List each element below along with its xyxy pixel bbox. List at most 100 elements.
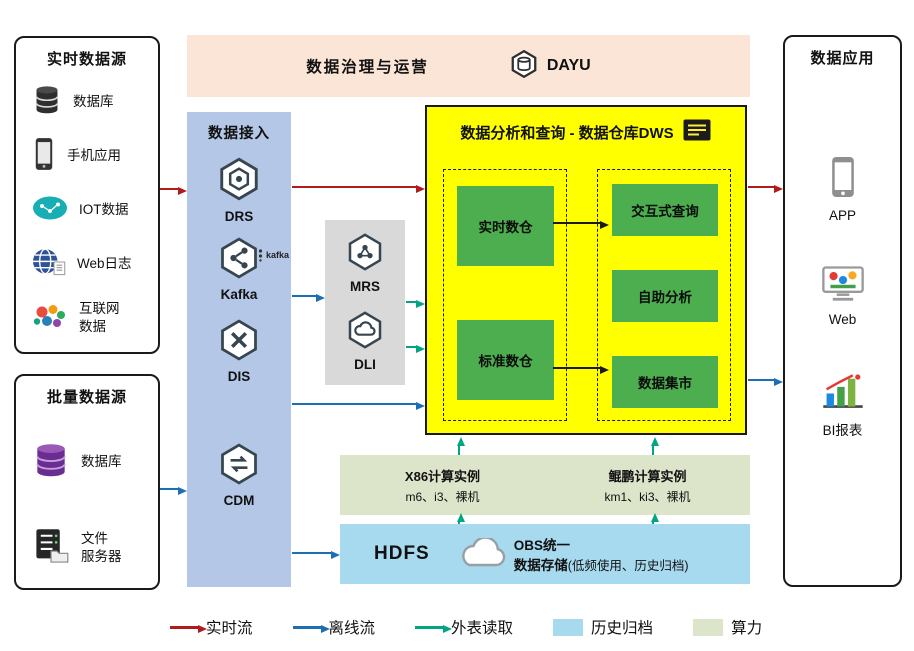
obs-title: OBS统一 (513, 537, 570, 553)
internet-data-icon (32, 302, 68, 335)
flow-standard-warehouse-to-mart (553, 365, 609, 374)
app-item-app: APP (785, 155, 900, 223)
ingestion-title: 数据接入 (208, 126, 270, 142)
flow-compute-to-dws-left (456, 437, 465, 455)
flow-compute-to-dws-right (650, 437, 659, 455)
source-label: 数据库 (81, 454, 122, 470)
data-mart-box: 数据集市 (612, 356, 718, 408)
source-label: 文件 服务器 (81, 531, 122, 564)
realtime-sources-panel: 实时数据源 数据库 手机应用 IOT数据 (14, 36, 160, 354)
kafka-wordmark: kafka (257, 248, 289, 262)
cdm-icon (217, 443, 261, 490)
list-item: Web日志 (32, 237, 154, 291)
dis-icon (217, 319, 261, 366)
app-label: BI报表 (822, 423, 863, 438)
kunpeng-title: 鲲鹏计算实例 (608, 468, 687, 484)
list-item: 数据库 (32, 419, 154, 505)
source-label: 手机应用 (67, 148, 121, 164)
service-dli: DLI (325, 310, 405, 372)
dws-warehouse-group: 实时数仓 标准数仓 (443, 169, 567, 421)
flow-ingestion-to-mrs (292, 293, 325, 302)
kafka-logo-dots (258, 249, 263, 262)
app-item-bi: BI报表 (785, 372, 900, 439)
source-label: Web日志 (77, 256, 132, 272)
applications-panel: 数据应用 APP Web BI报表 (783, 35, 902, 587)
legend-label: 历史归档 (591, 620, 654, 637)
legend: 实时流 离线流 外表读取 历史归档 算力 (170, 616, 762, 638)
obs-subtitle-bold: 数据存储 (513, 557, 568, 573)
legend-label: 外表读取 (451, 620, 514, 637)
applications-title: 数据应用 (810, 50, 875, 67)
service-drs: DRS (187, 156, 291, 224)
blue-arrow-icon (292, 625, 330, 634)
realtime-sources-list: 数据库 手机应用 IOT数据 Web日志 (16, 69, 158, 345)
governance-banner: 数据治理与运营 DAYU (187, 35, 750, 97)
list-item: 手机应用 (32, 129, 154, 183)
service-label: MRS (350, 279, 380, 294)
purple-database-icon (32, 442, 70, 483)
flow-batch-sources-to-ingestion (160, 486, 187, 495)
dws-panel: 数据分析和查询 - 数据仓库DWS 实时数仓 标准数仓 交互式查询 自助分析 数… (425, 105, 747, 435)
x86-spec: m6、i3、裸机 (405, 489, 480, 504)
batch-sources-title: 批量数据源 (46, 389, 127, 406)
dws-title-text: 数据分析和查询 - 数据仓库DWS (460, 124, 674, 142)
dayu-brand: DAYU (509, 49, 591, 84)
flow-hdfs-to-compute-left (456, 513, 465, 524)
legend-label: 算力 (731, 620, 763, 637)
kafka-icon (217, 237, 261, 284)
iot-icon (32, 195, 68, 226)
document-icon (682, 118, 712, 146)
archive-swatch-icon (553, 618, 584, 636)
app-label: Web (828, 312, 857, 327)
flow-realtime-warehouse-to-query (553, 220, 609, 229)
list-item: 互联网 数据 (32, 291, 154, 345)
standard-warehouse-box: 标准数仓 (457, 320, 554, 400)
self-service-analysis-box: 自助分析 (612, 270, 718, 322)
governance-title: 数据治理与运营 (306, 59, 429, 76)
flow-realtime-sources-to-ingestion (160, 186, 187, 195)
legend-external-read: 外表读取 (415, 616, 513, 638)
bi-chart-icon (820, 374, 866, 414)
obs-text: OBS统一 数据存储(低频使用、历史归档) (514, 534, 689, 575)
source-label: IOT数据 (79, 202, 129, 218)
flow-dli-to-dws-external (406, 344, 425, 353)
processing-panel: MRS DLI (325, 220, 405, 385)
service-label: Kafka (220, 287, 258, 302)
compute-panel: X86计算实例 m6、i3、裸机 鲲鹏计算实例 km1、ki3、裸机 (340, 455, 750, 515)
x86-compute: X86计算实例 m6、i3、裸机 (340, 455, 545, 515)
dayu-icon (509, 49, 539, 84)
hdfs-label: HDFS (374, 543, 430, 564)
kunpeng-compute: 鲲鹏计算实例 km1、ki3、裸机 (545, 455, 750, 515)
legend-compute-power: 算力 (693, 616, 762, 638)
x86-title: X86计算实例 (404, 468, 481, 484)
list-item: 数据库 (32, 75, 154, 129)
batch-sources-panel: 批量数据源 数据库 文件 服务器 (14, 374, 160, 590)
legend-history-archive: 历史归档 (553, 616, 653, 638)
legend-label: 离线流 (328, 620, 376, 637)
flow-dws-to-app-realtime (748, 184, 783, 193)
legend-label: 实时流 (206, 620, 253, 637)
interactive-query-box: 交互式查询 (612, 184, 718, 236)
list-item: IOT数据 (32, 183, 154, 237)
drs-icon (216, 157, 262, 206)
obs-cloud-icon (456, 538, 510, 570)
smartphone-icon (828, 157, 858, 203)
flow-ingestion-to-dws-realtime (292, 184, 425, 193)
file-server-icon (32, 527, 70, 570)
storage-panel: HDFS OBS统一 数据存储(低频使用、历史归档) (340, 524, 750, 584)
flow-hdfs-to-compute-right (650, 513, 659, 524)
list-item: 文件 服务器 (32, 505, 154, 591)
service-label: DLI (354, 357, 376, 372)
flow-cdm-to-hdfs (292, 550, 340, 559)
service-cdm: CDM (187, 442, 291, 508)
flow-dws-to-web-offline (748, 377, 783, 386)
flow-mrs-to-dws-external (406, 299, 425, 308)
batch-sources-list: 数据库 文件 服务器 (16, 407, 158, 591)
dli-icon (345, 311, 385, 354)
flow-ingestion-to-dws-offline (292, 401, 425, 410)
dayu-label: DAYU (546, 57, 591, 74)
obs-note: (低频使用、历史归档) (567, 558, 689, 573)
web-log-icon (32, 247, 66, 281)
service-label: DIS (227, 369, 251, 384)
